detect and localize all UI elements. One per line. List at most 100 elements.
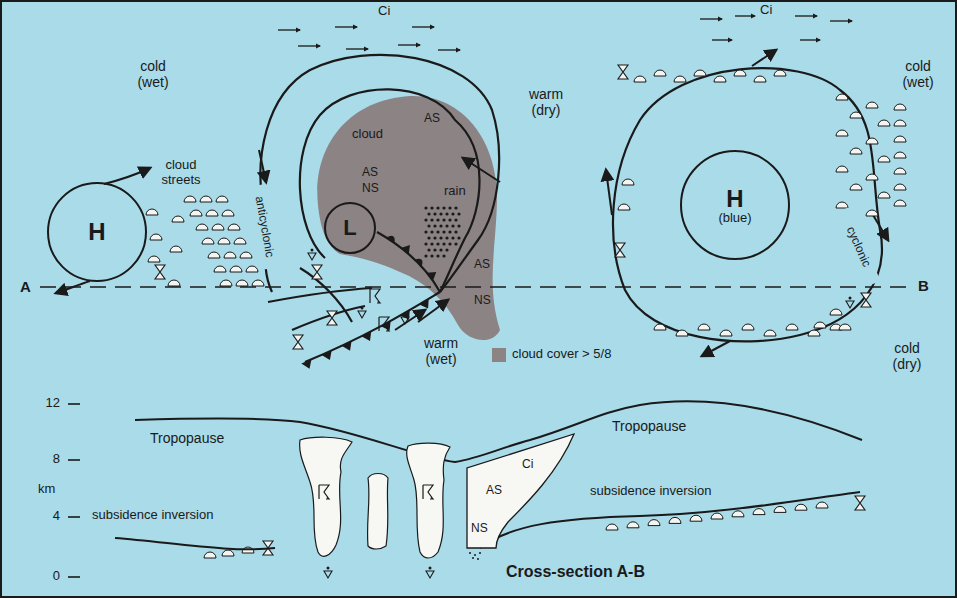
cumulus-symbol (894, 152, 906, 158)
cumulus-symbol (711, 513, 723, 519)
cumulus-symbol (627, 522, 639, 528)
cumulus-symbol (214, 266, 226, 272)
rain-dot (436, 242, 439, 245)
rain-dot (424, 230, 427, 233)
cumulonimbus-towers-part (407, 443, 450, 558)
cumulus-symbol (764, 330, 776, 336)
cumulus-symbol (742, 324, 754, 330)
rain-dot (454, 230, 457, 233)
wind-arrows-part (873, 215, 888, 240)
rain-dot (430, 254, 433, 257)
wind-arrows-part (702, 341, 730, 356)
cumulus-symbol (774, 506, 786, 512)
section-title: Cross-section A-B (506, 563, 645, 581)
cumulus-symbol (216, 196, 228, 202)
cumulus-symbol (894, 120, 906, 126)
cumulus-symbol (212, 224, 224, 230)
rain-dot (436, 254, 439, 257)
weather-symbols-part (618, 65, 628, 79)
wind-arrows-part (259, 150, 266, 182)
weather-symbols-part (861, 293, 871, 307)
wind-arrows-part (104, 168, 150, 184)
rain-dot (427, 224, 430, 227)
rain-dot (445, 212, 448, 215)
cumulus-symbol (698, 324, 710, 330)
isobars-part (260, 55, 499, 292)
subsidence-inversion-lines-part (480, 492, 860, 548)
cumulus-symbol (830, 309, 842, 315)
cloud-type-label: Ci (378, 4, 390, 19)
weather-symbols-part (327, 311, 337, 325)
cloud-type-label: Ci (760, 3, 772, 18)
precipitation-stipple-part (474, 554, 476, 556)
fronts-part (377, 232, 440, 292)
rain-dot (424, 242, 427, 245)
rain-dot (454, 218, 457, 221)
cumulus-symbol (866, 210, 878, 216)
wind-arrows-part (395, 310, 425, 330)
wind-arrows-part (606, 170, 612, 215)
axis-tick-label: 8 (36, 452, 60, 467)
precipitation-stipple (469, 552, 481, 560)
cloud-type-label: AS (474, 258, 490, 272)
rain-dot (430, 230, 433, 233)
rain-dot (439, 224, 442, 227)
high-pressure-circle: H(blue) (680, 150, 790, 260)
cirrus-arrows-part (712, 39, 732, 40)
rain-dot (424, 206, 427, 209)
cloud-cover-area (317, 96, 500, 340)
cumulonimbus-towers-part (368, 474, 388, 550)
high-pressure-circle: H (47, 182, 147, 282)
cumulus-symbol (720, 330, 732, 336)
cumulus-symbol (230, 266, 242, 272)
node-text: NS (471, 522, 488, 535)
precipitation-stipple-part (469, 552, 471, 554)
cumulus-symbol (866, 102, 878, 108)
frontal-cloud: CiASNS (466, 432, 576, 550)
fronts-part (292, 306, 365, 330)
cirrus-arrows-part (795, 15, 817, 16)
cumulus-symbol (234, 238, 246, 244)
cumulus-symbol (795, 504, 807, 510)
cumulus-symbol (836, 166, 848, 172)
height-axis-part (68, 403, 80, 405)
cumulus-symbol (850, 184, 862, 190)
rain-dot (454, 242, 457, 245)
cumulus-symbol (168, 280, 180, 286)
rain-dot (430, 218, 433, 221)
cirrus-arrows-part (346, 48, 368, 49)
cumulus-symbol (866, 174, 878, 180)
subsidence-inversion-lines-part (115, 538, 275, 549)
section-end-label: B (918, 277, 929, 294)
rain-dot (457, 224, 460, 227)
cumulus-symbol (894, 200, 906, 206)
section-symbols-part (426, 567, 434, 579)
cumulus-symbol (753, 509, 765, 515)
cirrus-arrows-part (298, 45, 320, 46)
tropopause-label: Tropopause (612, 418, 686, 434)
wind-arrows-part (463, 158, 500, 182)
cumulus-symbol (240, 252, 252, 258)
rain-dot (436, 230, 439, 233)
cumulus-symbol (204, 552, 216, 558)
weather-symbols-part (155, 265, 165, 279)
air-mass-label: warm (wet) (414, 335, 468, 367)
height-axis-part (68, 576, 80, 578)
cumulus-symbol (606, 524, 618, 530)
legend-text: cloud cover > 5/8 (512, 347, 611, 362)
cumulus-symbol (222, 550, 234, 556)
node-text: Ci (522, 458, 533, 471)
cumulus-symbol (150, 234, 162, 240)
section-symbols (319, 485, 434, 578)
axis-tick-label: 12 (36, 396, 60, 411)
cumulus-symbol (228, 224, 240, 230)
cumulus-symbol (208, 252, 220, 258)
rain-dot (430, 206, 433, 209)
cumulus-symbol (808, 330, 820, 336)
cumulonimbus-symbol (855, 496, 865, 510)
weather-symbols-part (358, 307, 366, 319)
section-symbols-part (319, 485, 329, 499)
occluded-front-symbol (415, 259, 423, 267)
